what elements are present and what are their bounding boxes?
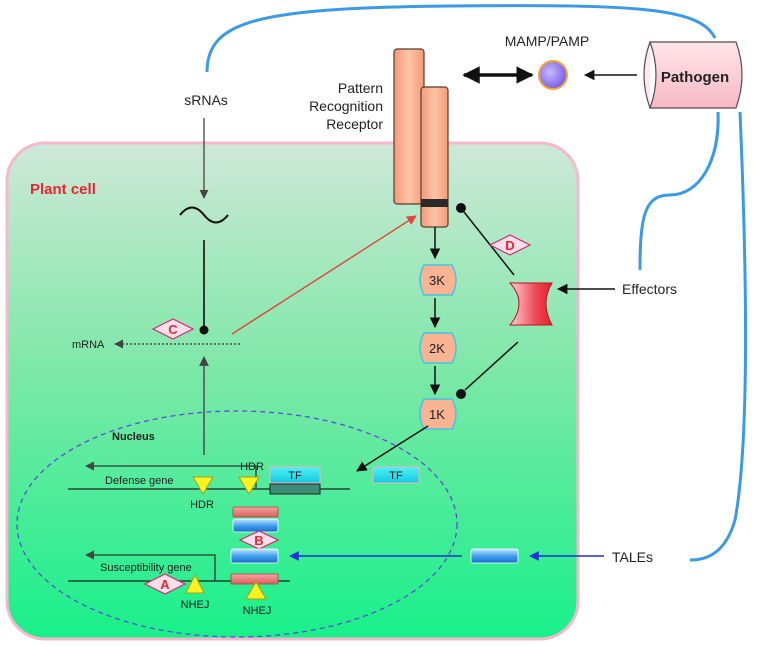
srna-inhibition-dot	[199, 325, 209, 335]
defense-promoter-box	[269, 483, 321, 495]
effectors-label: Effectors	[622, 281, 677, 297]
susceptibility-gene-label: Susceptibility gene	[100, 562, 192, 574]
badge-b-letter: B	[254, 533, 263, 548]
badge-a	[143, 573, 187, 595]
kinase-3k	[419, 264, 457, 296]
plant-cell	[5, 141, 580, 641]
pattern-recognition-receptor	[393, 48, 449, 228]
hdr-label-bottom: HDR	[190, 499, 214, 511]
kinase-2k-label: 2K	[429, 341, 445, 356]
tf-cytoplasm	[372, 466, 420, 484]
tale-cytoplasm	[470, 548, 519, 564]
pathogen-shape	[643, 41, 743, 109]
tale-pink-bar	[232, 506, 279, 518]
hdr-label-top: HDR	[240, 461, 264, 473]
mrna-to-receptor-arrow	[231, 215, 417, 335]
effector-inhibits-1k-dot	[456, 389, 466, 399]
receptor-label-line2: Recognition	[309, 98, 383, 114]
effector-shape	[508, 282, 553, 326]
badge-c	[151, 318, 195, 340]
kinase-1k-label: 1K	[429, 407, 445, 422]
nhej-label-right: NHEJ	[243, 605, 272, 617]
tale-blue-bar-bottom	[230, 548, 279, 564]
plant-cell-label: Plant cell	[30, 181, 96, 198]
nucleus-label: Nucleus	[112, 431, 155, 443]
effector-inhibits-receptor-line	[463, 211, 515, 276]
kinase-1k	[419, 398, 457, 430]
nhej-triangle-right	[245, 581, 267, 600]
srnas-label: sRNAs	[184, 92, 228, 108]
srna-squiggle	[179, 206, 229, 224]
badge-a-letter: A	[160, 577, 170, 592]
tf-cytoplasm-label: TF	[389, 470, 403, 482]
badge-d-letter: D	[505, 238, 514, 253]
tales-label: TALEs	[612, 549, 653, 565]
hdr-triangle-right	[238, 476, 260, 495]
kinase-3k-label: 3K	[429, 273, 445, 288]
nucleus	[16, 410, 458, 638]
badge-d	[488, 234, 532, 256]
badge-c-letter: C	[168, 322, 178, 337]
susceptibility-promoter-box	[230, 573, 279, 585]
effector-inhibits-1k-line	[464, 341, 519, 391]
tf-nucleus	[269, 466, 321, 484]
mamp-molecule	[538, 60, 568, 90]
susceptibility-gene-tss-arrow	[85, 550, 216, 581]
receptor-label-line1: Pattern	[338, 80, 383, 96]
defense-gene-label: Defense gene	[105, 475, 174, 487]
effectors-link-line	[638, 111, 720, 271]
receptor-label-line3: Receptor	[326, 116, 383, 132]
srna-link-line	[205, 4, 717, 73]
tales-link-line	[689, 111, 747, 562]
tale-blue-bar-top	[232, 518, 279, 533]
nhej-label-left: NHEJ	[181, 599, 210, 611]
1k-to-tf-arrow	[356, 425, 429, 472]
kinase-2k	[419, 332, 457, 364]
tf-nucleus-label: TF	[288, 470, 302, 482]
badge-b	[238, 530, 280, 550]
hdr-triangle-left	[192, 476, 214, 495]
nhej-triangle-left	[185, 573, 205, 594]
effector-inhibits-receptor-dot	[456, 203, 466, 213]
mrna-label: mRNA	[72, 339, 105, 351]
pathogen-label: Pathogen	[661, 69, 729, 86]
mamp-label: MAMP/PAMP	[505, 33, 590, 49]
